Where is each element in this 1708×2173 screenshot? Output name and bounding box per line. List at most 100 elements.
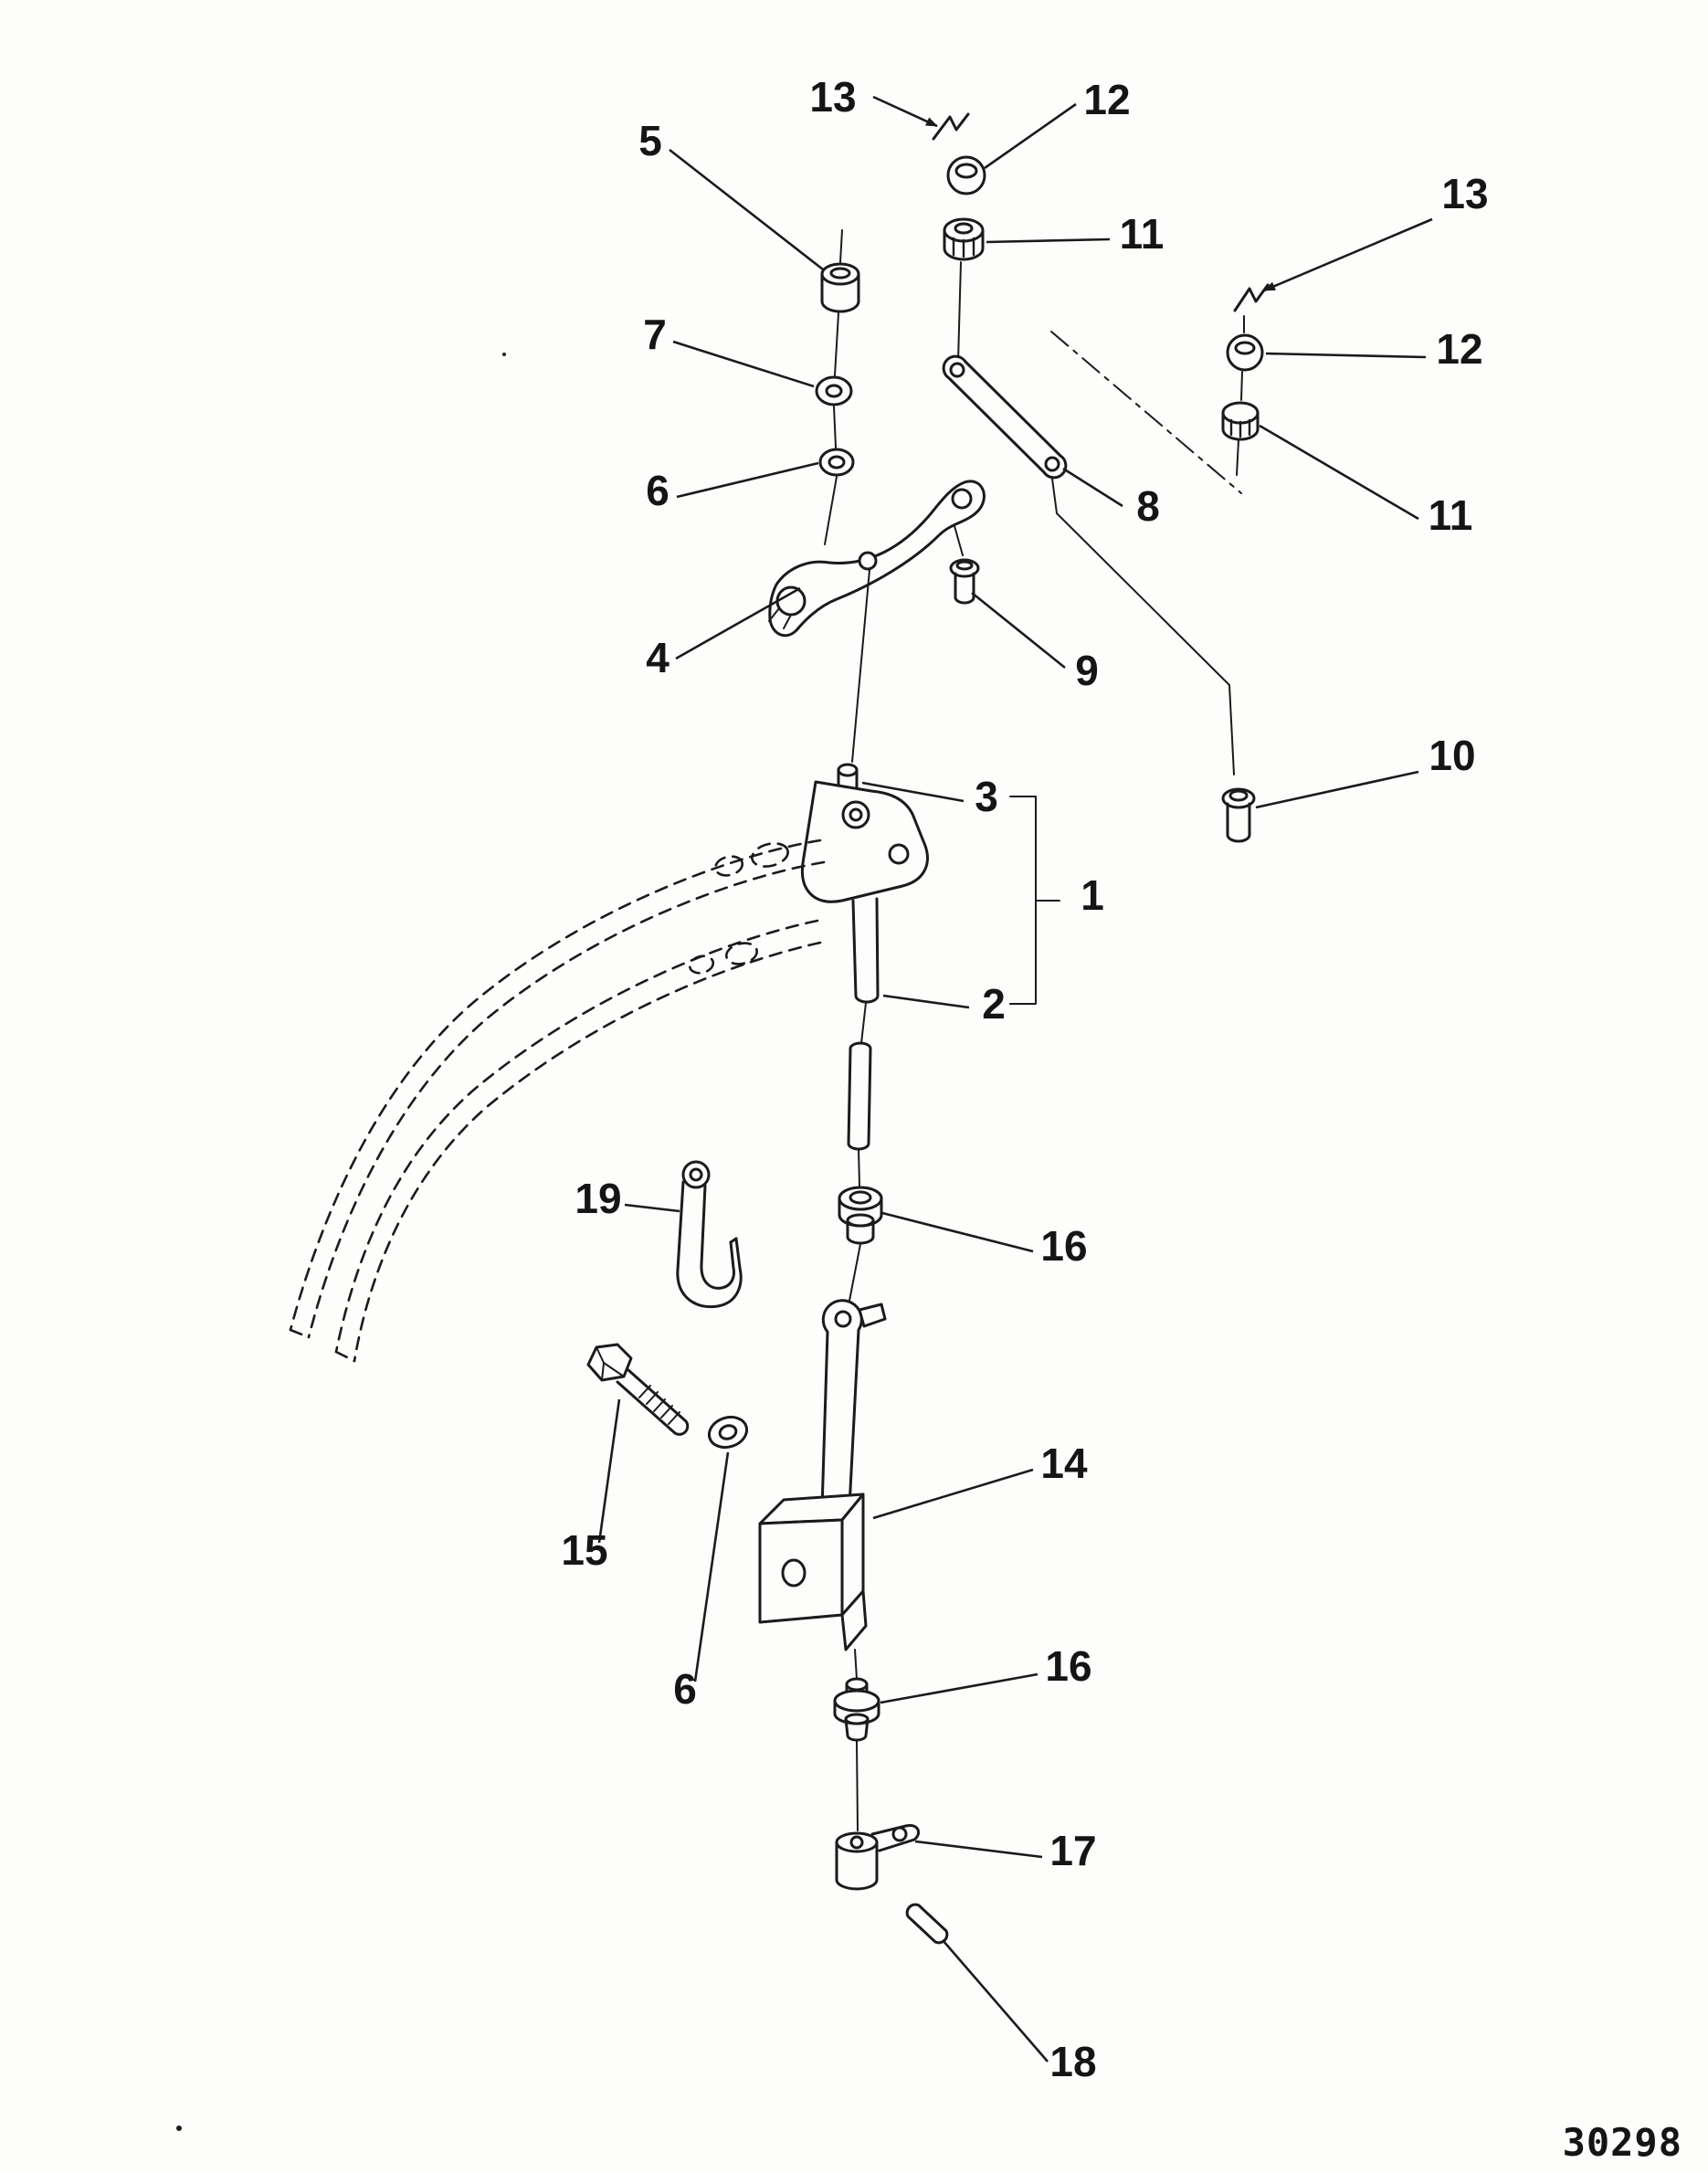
part-stud-3 xyxy=(837,763,859,789)
part-washer-6-lower xyxy=(707,1415,749,1450)
callout-16-21: 16 xyxy=(880,1642,1092,1704)
callout-label: 1 xyxy=(1081,871,1104,919)
callout-label: 13 xyxy=(809,73,856,121)
part-swivel-17 xyxy=(835,1824,921,1891)
leader-line xyxy=(1263,217,1433,292)
callout-label: 11 xyxy=(1120,210,1165,258)
axis-line xyxy=(860,1002,867,1044)
callout-label: 10 xyxy=(1429,732,1475,779)
part-link-14 xyxy=(758,1299,887,1651)
callout-label: 5 xyxy=(638,117,662,164)
part-spring-clip-top xyxy=(932,112,970,141)
callout-label: 8 xyxy=(1136,482,1160,530)
leader-line xyxy=(597,1398,621,1544)
callout-label: 17 xyxy=(1049,1827,1096,1874)
callout-11-3: 11 xyxy=(986,210,1164,258)
part-bushing-16-upper xyxy=(838,1186,883,1245)
callout-1-14: 1 xyxy=(1081,871,1104,919)
leader-line xyxy=(872,95,938,128)
callout-13-0: 13 xyxy=(809,73,938,128)
callout-8-8: 8 xyxy=(1062,467,1160,530)
diagram-line-art xyxy=(176,112,1270,2131)
leader-line xyxy=(942,1939,1049,2062)
part-clip-19 xyxy=(676,1160,743,1309)
callout-label: 11 xyxy=(1429,491,1473,539)
callout-5-2: 5 xyxy=(638,117,824,271)
leader-line xyxy=(880,1672,1039,1704)
callout-label: 13 xyxy=(1441,170,1488,217)
callout-label: 18 xyxy=(1049,2038,1096,2085)
callout-label: 3 xyxy=(975,773,998,820)
callout-11-9: 11 xyxy=(1259,424,1473,539)
leader-line xyxy=(872,1468,1034,1520)
leader-line xyxy=(675,586,801,660)
axis-line xyxy=(854,1649,858,1680)
leader-line xyxy=(676,461,819,499)
callout-7-5: 7 xyxy=(643,311,815,388)
callout-17-22: 17 xyxy=(914,1827,1097,1874)
part-cap-nut-top xyxy=(946,155,986,195)
leader-line xyxy=(1259,424,1419,521)
callout-2-15: 2 xyxy=(882,980,1006,1028)
leader-line xyxy=(986,237,1111,244)
callout-9-11: 9 xyxy=(971,591,1099,694)
speck xyxy=(176,2126,182,2131)
axis-diagonal xyxy=(1050,331,1242,494)
leader-line xyxy=(861,781,965,803)
leader-line xyxy=(914,1840,1043,1859)
part-shaft-rod xyxy=(847,1041,872,1151)
axis-line xyxy=(824,476,838,545)
axis-line xyxy=(1236,439,1239,476)
part-bushing-16-lower xyxy=(833,1677,880,1742)
part-bolt-15 xyxy=(586,1343,690,1436)
leader-line xyxy=(1265,352,1427,359)
axis-line xyxy=(839,229,843,263)
callout-15-18: 15 xyxy=(561,1398,621,1574)
callout-label: 6 xyxy=(673,1665,697,1713)
callout-label: 2 xyxy=(982,980,1006,1028)
callout-label: 7 xyxy=(643,311,667,358)
callout-18-23: 18 xyxy=(942,1939,1097,2085)
axis-line xyxy=(957,261,962,363)
callout-1-bracket xyxy=(1009,796,1060,1005)
callout-13-4: 13 xyxy=(1263,170,1489,292)
diagram-number: 30298 xyxy=(1563,2120,1682,2165)
callout-label: 14 xyxy=(1040,1440,1088,1487)
callout-16-17: 16 xyxy=(881,1211,1088,1270)
part-cap-nut-right xyxy=(1226,333,1264,372)
axis-line xyxy=(849,1243,861,1302)
part-locknut-right xyxy=(1221,401,1260,441)
part-spring-clip-right xyxy=(1233,283,1270,312)
callout-label: 4 xyxy=(646,634,669,681)
leader-line xyxy=(624,1203,680,1213)
leader-line xyxy=(672,340,815,388)
callout-label: 9 xyxy=(1075,647,1099,694)
leader-line xyxy=(881,1211,1034,1253)
callout-3-13: 3 xyxy=(861,773,998,820)
part-lever-4 xyxy=(768,480,986,638)
callout-14-19: 14 xyxy=(872,1440,1088,1520)
callout-6-7: 6 xyxy=(646,461,819,514)
callout-4-10: 4 xyxy=(646,586,801,681)
leader-line xyxy=(1062,467,1123,508)
callout-label: 15 xyxy=(561,1526,607,1574)
part-washer-6-upper xyxy=(818,448,855,477)
leader-line xyxy=(882,994,970,1009)
leader-line xyxy=(669,148,824,271)
part-shift-shaft-2 xyxy=(851,897,880,1004)
callout-label: 12 xyxy=(1436,325,1482,373)
axis-line xyxy=(833,406,837,448)
speck xyxy=(502,353,506,356)
callout-label: 16 xyxy=(1045,1642,1091,1690)
part-pin-18 xyxy=(905,1903,949,1945)
callout-12-1: 12 xyxy=(984,76,1131,170)
part-screw-10 xyxy=(1221,787,1256,843)
callout-label: 12 xyxy=(1083,76,1130,123)
callout-19-16: 19 xyxy=(575,1175,680,1222)
callout-label: 6 xyxy=(646,467,669,514)
callout-12-6: 12 xyxy=(1265,325,1483,373)
part-link-8 xyxy=(942,354,1068,480)
leader-line xyxy=(1255,770,1419,809)
